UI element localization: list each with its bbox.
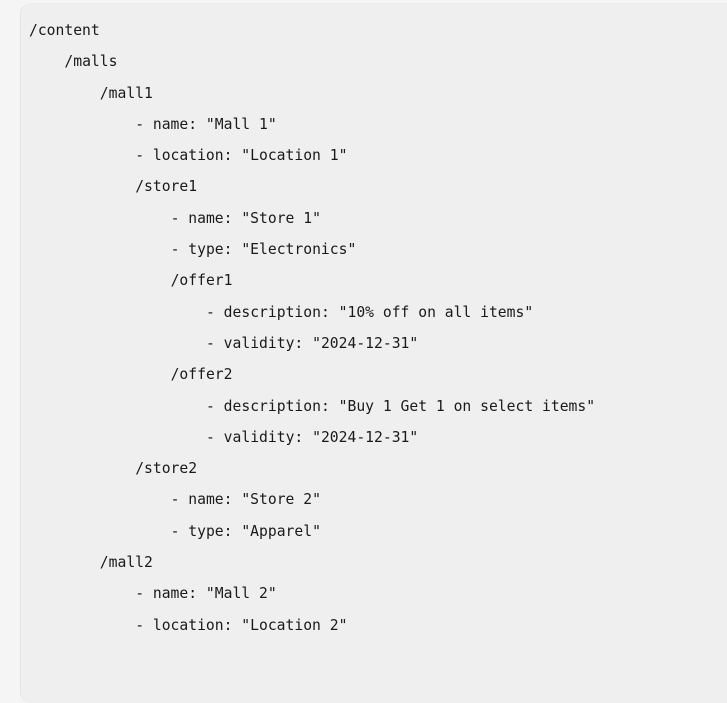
tree-property-line[interactable]: - name: "Mall 2": [135, 585, 277, 603]
tree-property-line[interactable]: - description: "Buy 1 Get 1 on select it…: [206, 397, 596, 415]
tree-property-line[interactable]: - validity: "2024-12-31": [206, 428, 419, 446]
tree-property-line[interactable]: - type: "Apparel": [170, 522, 321, 540]
tree-property-line[interactable]: - description: "10% off on all items": [206, 303, 534, 321]
tree-node-line[interactable]: /content: [29, 22, 100, 39]
tree-node-line[interactable]: /mall1: [99, 84, 153, 102]
tree-property-line[interactable]: - name: "Mall 1": [135, 115, 277, 133]
tree-node-line[interactable]: /offer1: [170, 272, 233, 290]
tree-property-line[interactable]: - location: "Location 2": [135, 616, 348, 634]
tree-property-line[interactable]: - location: "Location 1": [135, 147, 348, 165]
tree-node-line[interactable]: /store2: [135, 460, 198, 478]
tree-node-line[interactable]: /offer2: [170, 366, 233, 384]
tree-property-line[interactable]: - type: "Electronics": [170, 241, 357, 259]
tree-property-line[interactable]: - name: "Store 2": [170, 491, 321, 509]
tree-node-line[interactable]: /store1: [135, 178, 198, 196]
content-tree-panel: /content/malls/mall1 - name: "Mall 1" - lo…: [20, 3, 727, 703]
content-tree-listing: /content/malls/mall1 - name: "Mall 1" - lo…: [21, 4, 727, 641]
tree-node-line[interactable]: /mall2: [99, 554, 153, 572]
tree-property-line[interactable]: - validity: "2024-12-31": [206, 334, 419, 352]
tree-node-line[interactable]: /malls: [64, 53, 118, 71]
tree-property-line[interactable]: - name: "Store 1": [170, 209, 321, 227]
